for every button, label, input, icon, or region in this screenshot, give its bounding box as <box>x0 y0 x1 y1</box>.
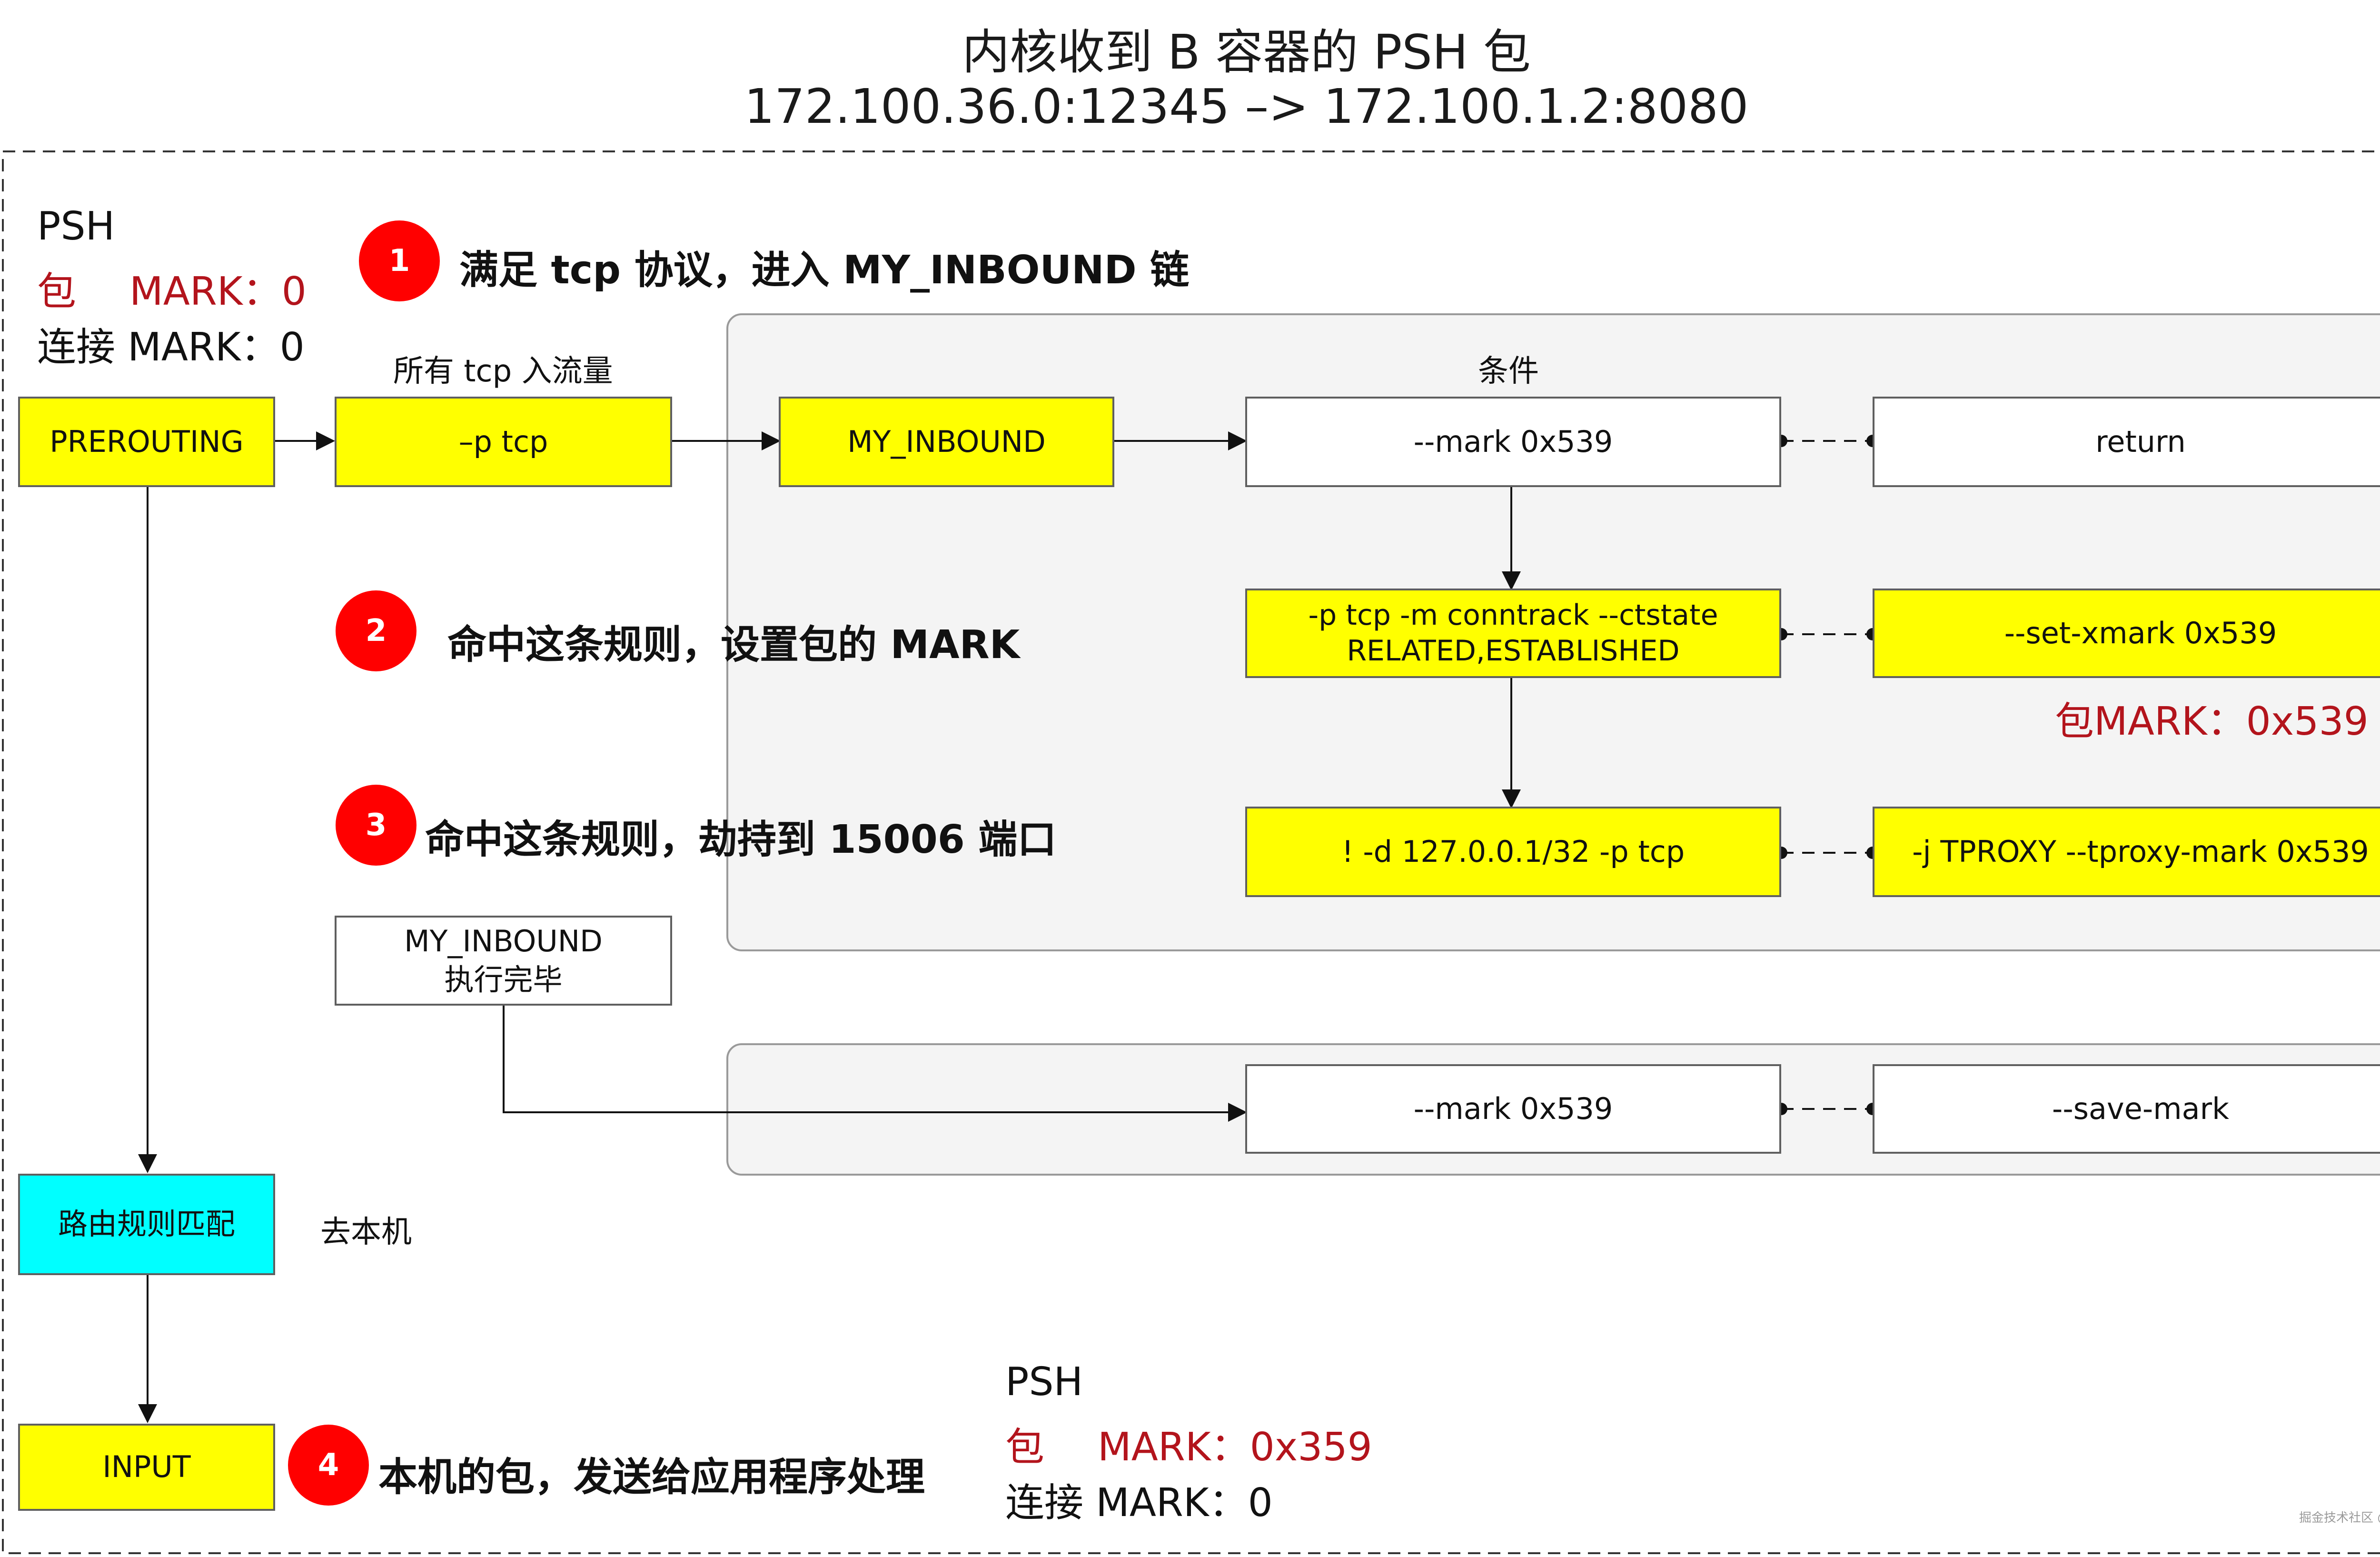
prerouting-node: PREROUTING <box>18 397 275 487</box>
destination-condition: ! -d 127.0.0.1/32 -p tcp <box>1245 807 1781 897</box>
step-3-text: 命中这条规则，劫持到 15006 端口 <box>425 817 1057 862</box>
diagram-subtitle: 172.100.36.0:12345 –> 172.100.1.2:8080 <box>744 79 1749 134</box>
outer-dashed-frame <box>2 150 2380 1554</box>
set-xmark-action: --set-xmark 0x539 <box>1873 589 2380 678</box>
step-4-text: 本机的包，发送给应用程序处理 <box>378 1455 925 1500</box>
packet-mark-prefix-end: 包 <box>1005 1425 1045 1470</box>
packet-mark-value-end: MARK：0x359 <box>1098 1425 1372 1470</box>
watermark: 掘金技术社区 @ 挖坑的张师傅 <box>2299 1511 2380 1525</box>
packet-state-label-end: PSH <box>1005 1359 1083 1405</box>
save-mark-action: --save-mark <box>1873 1064 2380 1154</box>
packet-mark-result: 包MARK：0x539 <box>2055 699 2369 744</box>
condition-label: 条件 <box>1478 354 1539 389</box>
input-node: INPUT <box>18 1424 275 1511</box>
step-4-badge: 4 <box>288 1425 369 1506</box>
all-tcp-label: 所有 tcp 入流量 <box>393 354 613 389</box>
packet-state-label: PSH <box>37 204 115 249</box>
local-destination-label: 去本机 <box>320 1215 412 1250</box>
packet-mark-value: MARK：0 <box>129 269 307 314</box>
tproxy-action: -j TPROXY --tproxy-mark 0x539 <box>1873 807 2380 897</box>
packet-mark-prefix: 包 <box>37 269 77 314</box>
step-2-text: 命中这条规则，设置包的 MARK <box>447 622 1020 668</box>
step-1-text: 满足 tcp 协议，进入 MY_INBOUND 链 <box>459 248 1190 293</box>
arrow-done-to-mark2 <box>503 1006 1247 1122</box>
step-3-badge: 3 <box>336 785 416 866</box>
routing-match-node: 路由规则匹配 <box>18 1174 275 1275</box>
connection-mark-value-end: 连接 MARK：0 <box>1005 1480 1273 1526</box>
mark-condition-2: --mark 0x539 <box>1245 1064 1781 1154</box>
mark-condition: --mark 0x539 <box>1245 397 1781 487</box>
conntrack-condition: -p tcp -m conntrack --ctstate RELATED,ES… <box>1245 589 1781 678</box>
return-action: return <box>1873 397 2380 487</box>
step-2-badge: 2 <box>336 590 416 671</box>
my-inbound-done: MY_INBOUND 执行完毕 <box>335 916 672 1006</box>
p-tcp-rule: –p tcp <box>335 397 672 487</box>
my-inbound-chain: MY_INBOUND <box>779 397 1114 487</box>
diagram-title: 内核收到 B 容器的 PSH 包 <box>962 24 1531 80</box>
connection-mark-value: 连接 MARK：0 <box>37 325 305 370</box>
step-1-badge: 1 <box>359 220 440 301</box>
